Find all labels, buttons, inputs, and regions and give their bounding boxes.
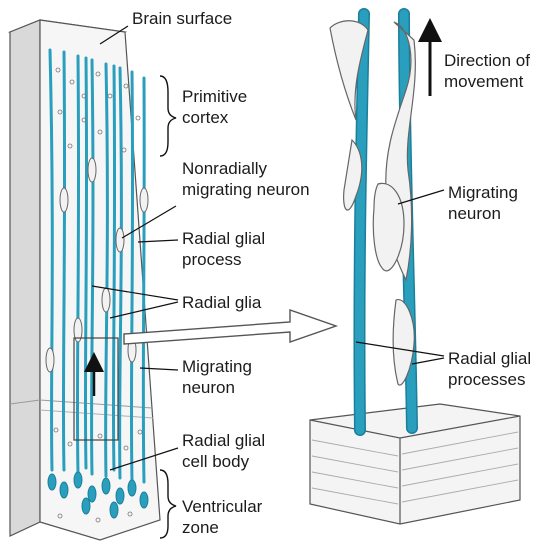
label-migrating-neuron-right: Migrating neuron — [448, 182, 518, 224]
label-primitive-cortex: Primitive cortex — [182, 86, 247, 128]
label-ventricular-zone: Ventricular zone — [182, 496, 262, 538]
label-radial-glial-cell-body: Radial glial cell body — [182, 430, 265, 472]
label-radial-glia: Radial glia — [182, 292, 261, 313]
ventricular-zone-brace — [160, 470, 176, 538]
label-migrating-neuron-left: Migrating neuron — [182, 356, 252, 398]
label-radial-glial-process: Radial glial process — [182, 228, 265, 270]
label-direction-of-movement: Direction of movement — [444, 50, 530, 92]
label-radial-glial-processes: Radial glial processes — [448, 348, 531, 390]
label-brain-surface: Brain surface — [132, 8, 232, 29]
enlargement-arrow — [124, 310, 336, 344]
label-nonradially-migrating-neuron: Nonradially migrating neuron — [182, 158, 310, 200]
tissue-block-side — [10, 20, 40, 536]
tissue-block-face — [40, 20, 160, 540]
primitive-cortex-brace — [160, 76, 176, 156]
